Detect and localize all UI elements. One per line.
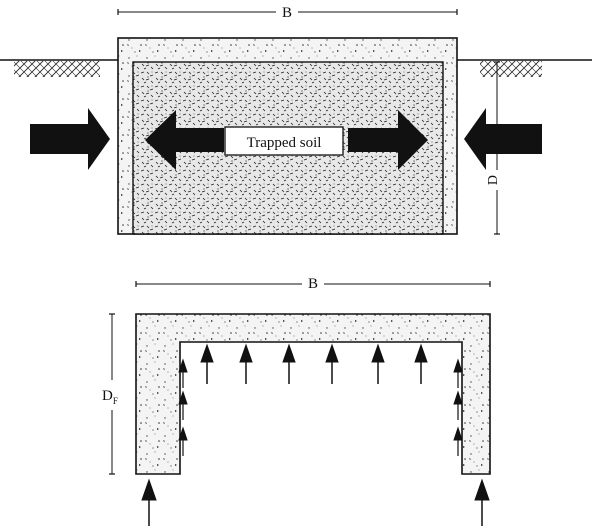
internal-arrow-right [348,110,428,170]
tip-bearing-arrow-right [474,478,490,526]
ground-hatch-left [14,61,100,77]
external-pressure-arrow-right [464,108,542,170]
df-label: DF [102,388,118,406]
uplift-arrow [371,343,385,384]
width-label-bottom: B [308,276,318,292]
internal-arrow-left [145,110,224,170]
width-label-top: B [282,5,292,21]
uplift-arrow [282,343,296,384]
uplift-arrows-roof [200,343,428,384]
uplift-arrow [325,343,339,384]
uplift-arrow [200,343,214,384]
tip-bearing-arrow-left [141,478,157,526]
depth-label-top: D [486,175,501,185]
trapped-soil-label: Trapped soil [247,135,322,151]
ground-hatch-right [480,61,542,77]
trapped-soil-label-box [224,126,344,156]
external-pressure-arrow-left [30,108,110,170]
uplift-arrow [414,343,428,384]
skin-friction-arrows-right [453,358,463,456]
bottom-figure: B DF [98,274,491,526]
top-figure: B D Trapped soil [0,3,592,235]
uplift-arrow [239,343,253,384]
skin-friction-arrows-left [178,358,188,456]
inverted-u-section [135,313,491,475]
